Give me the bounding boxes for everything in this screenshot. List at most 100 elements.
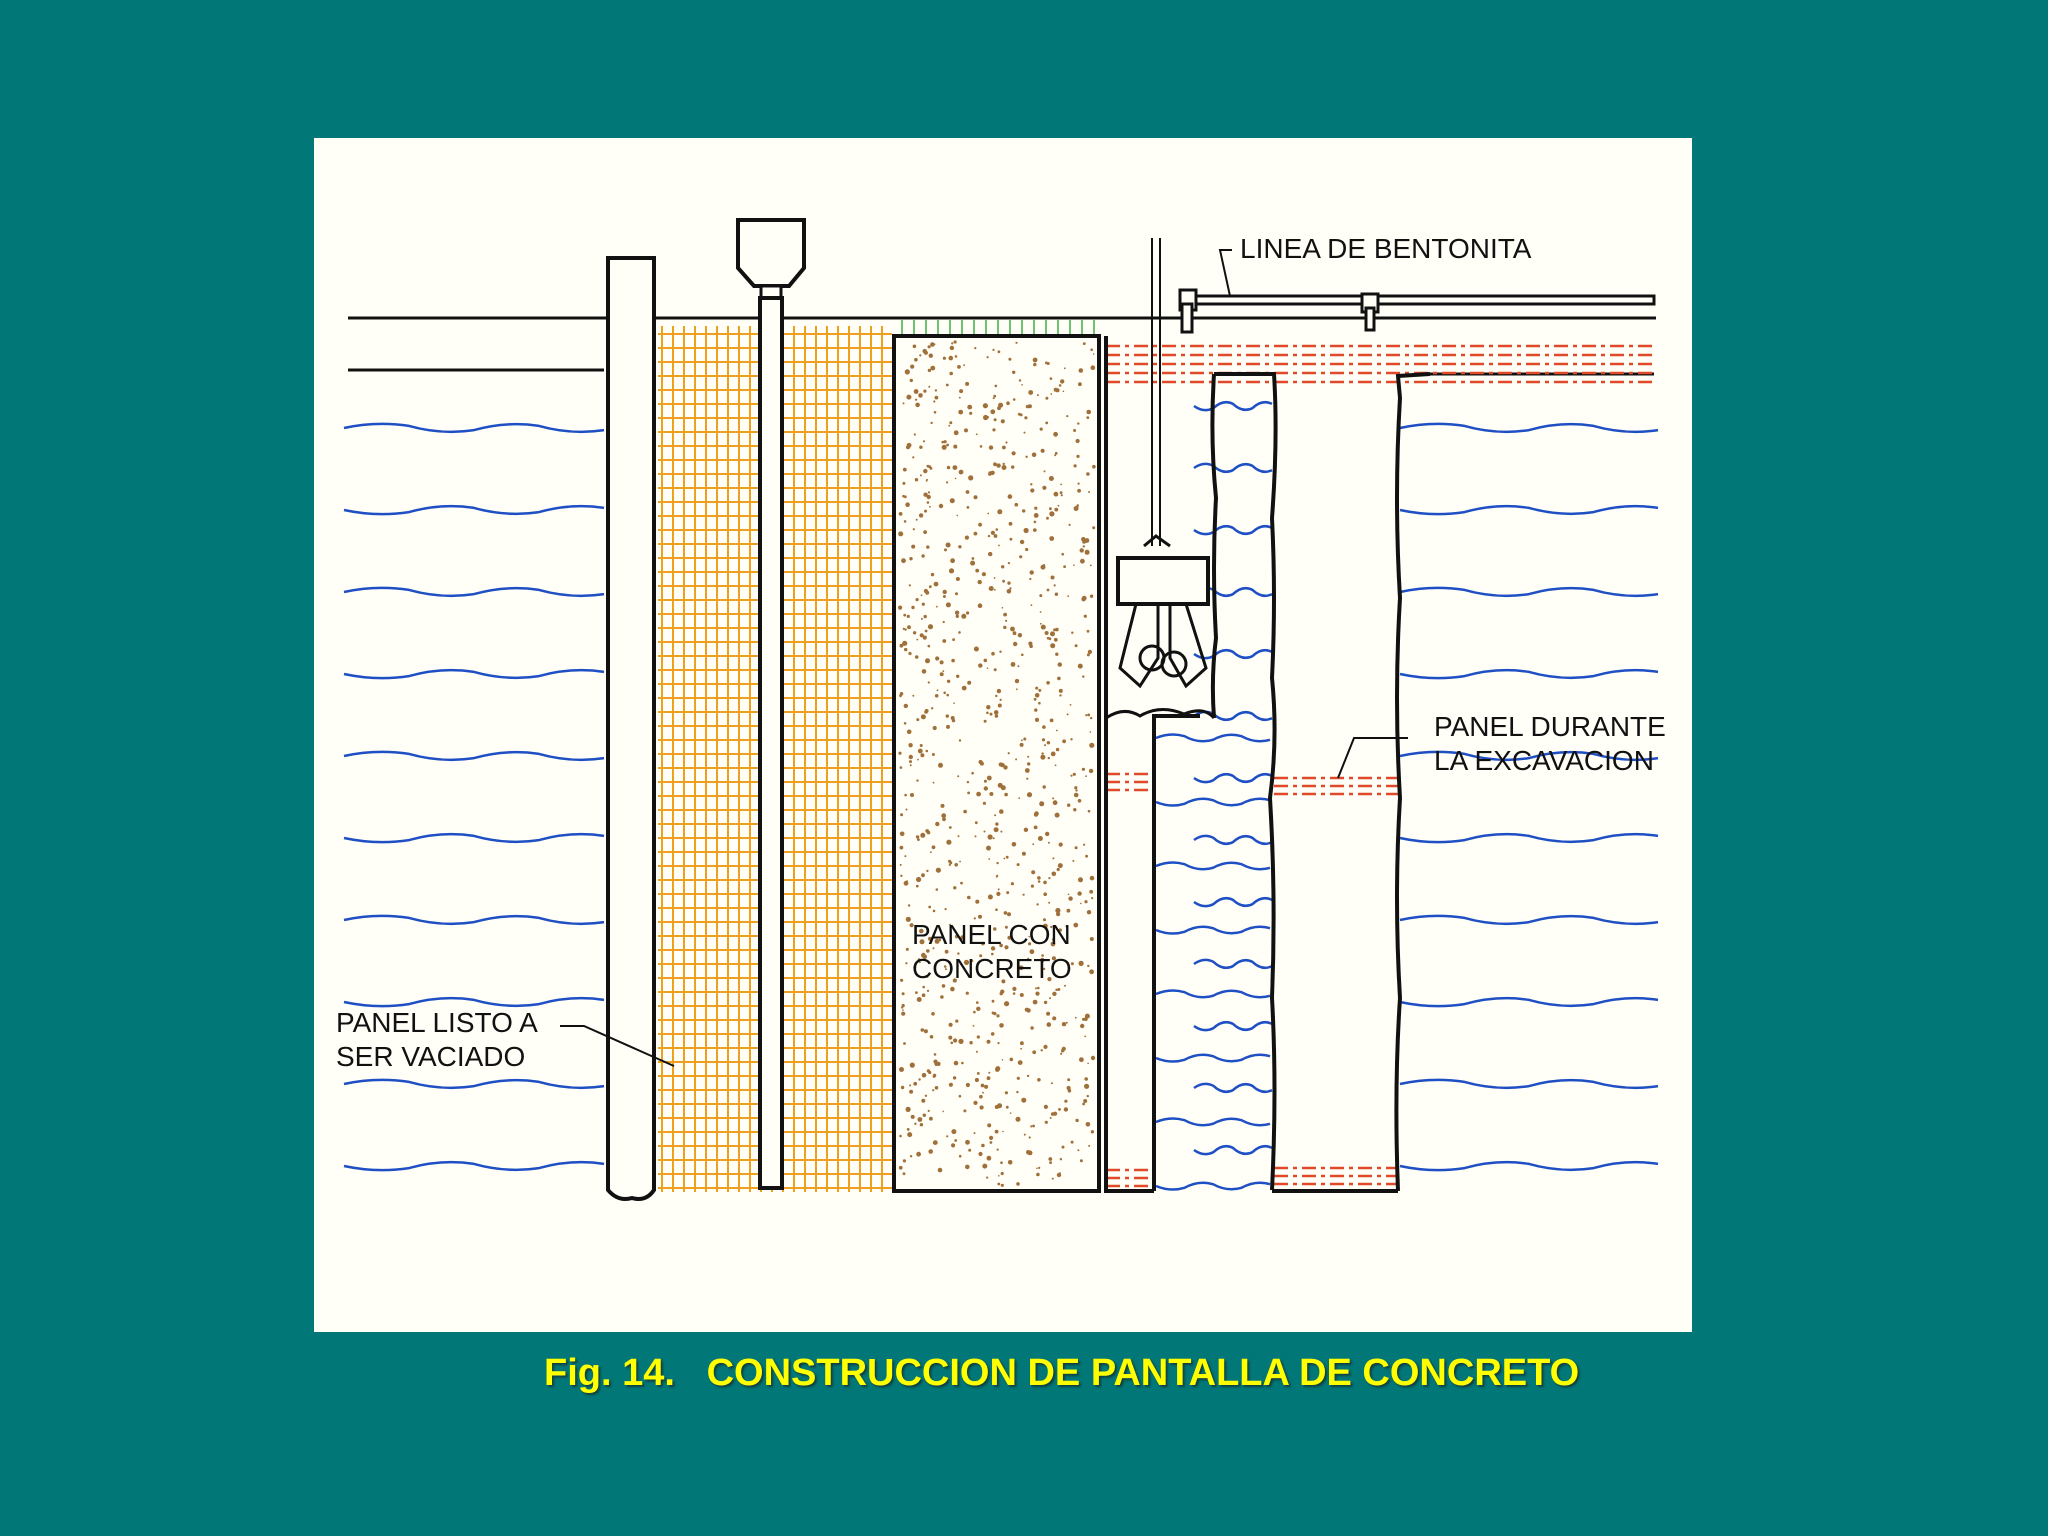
aggregate-speck bbox=[966, 611, 970, 615]
aggregate-speck bbox=[992, 837, 995, 840]
aggregate-speck bbox=[944, 548, 947, 552]
aggregate-speck bbox=[1033, 825, 1038, 830]
aggregate-speck bbox=[1086, 409, 1091, 415]
aggregate-speck bbox=[998, 544, 1000, 547]
aggregate-speck bbox=[1033, 362, 1037, 367]
aggregate-speck bbox=[1045, 396, 1049, 400]
aggregate-speck bbox=[908, 584, 911, 587]
aggregate-speck bbox=[1087, 1062, 1089, 1065]
aggregate-speck bbox=[1090, 716, 1093, 720]
aggregate-speck bbox=[974, 1077, 980, 1083]
aggregate-speck bbox=[1049, 1117, 1052, 1119]
leader-excavation bbox=[1337, 737, 1408, 779]
aggregate-speck bbox=[945, 714, 949, 718]
aggregate-speck bbox=[903, 520, 907, 523]
aggregate-speck bbox=[925, 658, 930, 664]
aggregate-speck bbox=[950, 1041, 954, 1045]
soil-line bbox=[1155, 1053, 1271, 1063]
clamshell-grab bbox=[1105, 238, 1216, 720]
aggregate-speck bbox=[1001, 979, 1006, 984]
aggregate-speck bbox=[986, 1155, 992, 1161]
aggregate-speck bbox=[1005, 1105, 1009, 1109]
soil-line bbox=[1399, 832, 1659, 844]
aggregate-speck bbox=[933, 581, 939, 587]
aggregate-speck bbox=[995, 908, 998, 911]
aggregate-speck bbox=[1019, 993, 1024, 997]
aggregate-speck bbox=[1079, 548, 1084, 553]
soil-line bbox=[343, 422, 605, 434]
aggregate-speck bbox=[1051, 871, 1057, 877]
soil-line bbox=[1155, 1117, 1271, 1127]
aggregate-speck bbox=[1007, 562, 1011, 565]
aggregate-speck bbox=[1081, 597, 1086, 602]
aggregate-speck bbox=[986, 775, 992, 781]
aggregate-speck bbox=[951, 342, 954, 345]
aggregate-speck bbox=[1014, 678, 1020, 684]
aggregate-speck bbox=[900, 813, 904, 817]
aggregate-speck bbox=[997, 350, 1001, 354]
aggregate-speck bbox=[1030, 604, 1033, 607]
aggregate-speck bbox=[899, 1067, 904, 1072]
aggregate-speck bbox=[988, 445, 994, 450]
aggregate-speck bbox=[1041, 954, 1044, 957]
aggregate-speck bbox=[932, 1140, 938, 1145]
aggregate-speck bbox=[1026, 792, 1033, 798]
aggregate-speck bbox=[977, 603, 983, 608]
aggregate-speck bbox=[997, 703, 1002, 708]
aggregate-speck bbox=[915, 598, 919, 602]
aggregate-speck bbox=[959, 860, 961, 863]
aggregate-speck bbox=[1082, 675, 1085, 678]
aggregate-speck bbox=[997, 782, 1003, 788]
soil-line bbox=[1155, 733, 1271, 743]
concrete-panel bbox=[892, 334, 1101, 1193]
aggregate-speck bbox=[908, 743, 913, 748]
aggregate-speck bbox=[1016, 1182, 1020, 1186]
aggregate-speck bbox=[1030, 884, 1034, 888]
aggregate-speck bbox=[1015, 1116, 1021, 1122]
aggregate-speck bbox=[1004, 1001, 1010, 1007]
aggregate-speck bbox=[1033, 513, 1039, 518]
aggregate-speck bbox=[957, 952, 960, 955]
aggregate-speck bbox=[898, 751, 902, 755]
aggregate-speck bbox=[997, 888, 1000, 891]
aggregate-speck bbox=[1012, 631, 1017, 636]
aggregate-speck bbox=[910, 1114, 915, 1119]
aggregate-speck bbox=[1057, 504, 1060, 507]
aggregate-speck bbox=[976, 1001, 979, 1004]
aggregate-speck bbox=[1055, 652, 1059, 656]
aggregate-speck bbox=[993, 668, 997, 672]
aggregate-speck bbox=[993, 577, 996, 579]
aggregate-speck bbox=[1032, 357, 1038, 363]
aggregate-speck bbox=[1000, 1161, 1003, 1164]
aggregate-speck bbox=[1082, 540, 1086, 544]
aggregate-speck bbox=[1056, 729, 1058, 732]
aggregate-speck bbox=[1070, 774, 1073, 777]
aggregate-speck bbox=[958, 1038, 964, 1044]
aggregate-speck bbox=[1080, 558, 1085, 564]
soil-line bbox=[1399, 996, 1659, 1008]
soil-line bbox=[1193, 772, 1273, 784]
aggregate-speck bbox=[976, 1072, 980, 1075]
aggregate-speck bbox=[1084, 900, 1088, 904]
aggregate-speck bbox=[918, 513, 924, 518]
aggregate-speck bbox=[927, 1109, 930, 1112]
aggregate-speck bbox=[934, 389, 938, 392]
aggregate-speck bbox=[1045, 831, 1050, 837]
aggregate-speck bbox=[1029, 570, 1034, 575]
bentonite-slurry bbox=[1106, 344, 1656, 1188]
aggregate-speck bbox=[926, 869, 929, 873]
aggregate-speck bbox=[994, 1129, 999, 1134]
label-concrete-1: PANEL CON bbox=[912, 919, 1071, 950]
aggregate-speck bbox=[1007, 581, 1011, 585]
aggregate-speck bbox=[1090, 1130, 1095, 1134]
aggregate-speck bbox=[902, 481, 906, 485]
aggregate-speck bbox=[1003, 625, 1007, 630]
aggregate-speck bbox=[932, 725, 937, 731]
aggregate-speck bbox=[914, 1122, 917, 1125]
aggregate-speck bbox=[1025, 547, 1029, 552]
aggregate-speck bbox=[1010, 882, 1015, 886]
aggregate-speck bbox=[1089, 937, 1094, 941]
aggregate-speck bbox=[953, 430, 959, 436]
soil-line bbox=[1155, 1181, 1271, 1191]
aggregate-speck bbox=[1090, 1055, 1096, 1061]
